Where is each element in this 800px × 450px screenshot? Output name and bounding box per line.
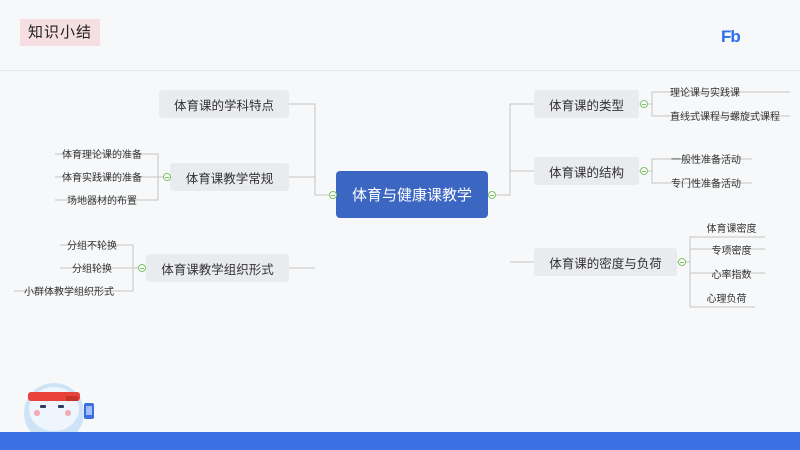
leaf-psychological-load[interactable]: 心理负荷 (706, 293, 747, 305)
leaf-practice-prep[interactable]: 体育实践课的准备 (62, 172, 142, 184)
bottom-accent-bar (0, 432, 800, 450)
connector-center-right (488, 103, 534, 263)
connector-right-3 (677, 236, 765, 308)
leaf-theory-prep[interactable]: 体育理论课的准备 (62, 149, 142, 161)
center-node[interactable]: 体育与健康课教学 (336, 171, 488, 218)
leaf-linear-spiral[interactable]: 直线式课程与螺旋式课程 (670, 111, 780, 123)
mascot-illustration (24, 383, 94, 435)
collapse-toggle-organization[interactable] (138, 264, 146, 272)
brand-logo: Fb (721, 27, 741, 46)
leaf-group-no-rotation[interactable]: 分组不轮换 (67, 240, 117, 252)
leaf-special-density[interactable]: 专项密度 (711, 245, 752, 257)
slide-title: 知识小结 (20, 19, 101, 46)
branch-course-structure[interactable]: 体育课的结构 (534, 157, 639, 185)
collapse-toggle-routine[interactable] (163, 173, 171, 181)
collapse-toggle-left[interactable] (329, 191, 337, 199)
header-divider (0, 70, 800, 71)
branch-density-load[interactable]: 体育课的密度与负荷 (534, 248, 677, 276)
collapse-toggle-density[interactable] (678, 258, 686, 266)
collapse-toggle-right[interactable] (488, 191, 496, 199)
leaf-special-warmup[interactable]: 专门性准备活动 (671, 178, 741, 190)
leaf-general-warmup[interactable]: 一般性准备活动 (671, 154, 741, 166)
leaf-theory-practice[interactable]: 理论课与实践课 (670, 87, 740, 99)
branch-teaching-routine[interactable]: 体育课教学常规 (170, 163, 289, 191)
branch-course-types[interactable]: 体育课的类型 (534, 90, 639, 118)
leaf-venue-setup[interactable]: 场地器材的布置 (67, 195, 137, 207)
leaf-group-rotation[interactable]: 分组轮换 (72, 263, 112, 275)
leaf-heart-rate-index[interactable]: 心率指数 (711, 269, 752, 281)
branch-subject-features[interactable]: 体育课的学科特点 (159, 90, 289, 118)
leaf-small-group-form[interactable]: 小群体教学组织形式 (24, 286, 114, 298)
leaf-class-density[interactable]: 体育课密度 (706, 223, 757, 235)
collapse-toggle-structure[interactable] (640, 167, 648, 175)
collapse-toggle-types[interactable] (640, 100, 648, 108)
connector-center-left (289, 103, 336, 269)
branch-organization-forms[interactable]: 体育课教学组织形式 (146, 254, 289, 282)
